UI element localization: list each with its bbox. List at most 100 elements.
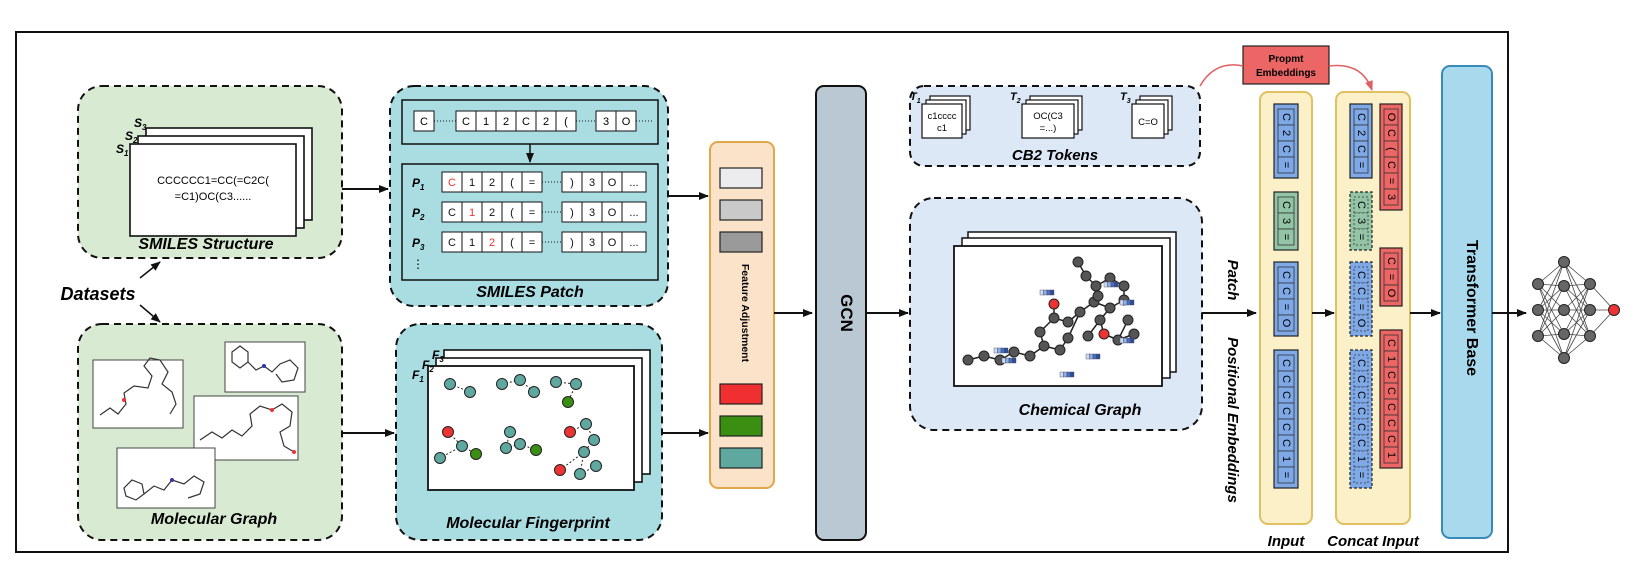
token-text: C	[1280, 271, 1292, 279]
patch-token-text: 1	[469, 207, 475, 219]
chem-atom	[978, 350, 990, 362]
patch-token-text: )	[570, 207, 574, 219]
fingerprint-atom	[562, 396, 574, 408]
token-text: C	[1280, 423, 1292, 431]
patch-token-text: ...	[629, 177, 638, 189]
token-text: 2	[1355, 130, 1367, 136]
molecular-graph-title: Molecular Graph	[151, 511, 277, 528]
token-text: =	[1355, 234, 1367, 240]
top-token: O	[615, 110, 637, 132]
chem-atom	[1048, 312, 1060, 324]
token-text: C	[1280, 113, 1292, 121]
fingerprint-atom	[514, 438, 526, 450]
nn-link	[1563, 285, 1591, 337]
token-text: O	[1385, 113, 1397, 122]
token-text: C	[1385, 435, 1397, 443]
svg-text:1: 1	[483, 116, 489, 128]
token-cell	[1353, 314, 1369, 332]
nn-link	[1537, 309, 1565, 359]
node-embedding-bar	[993, 347, 1009, 354]
smiles-text-line1: CCCCCC1=CC(=C2C(	[157, 175, 269, 187]
svg-text:O: O	[622, 116, 631, 128]
svg-text:C: C	[522, 116, 530, 128]
fingerprint-atom	[504, 426, 516, 438]
node-embedding-bar	[1001, 357, 1017, 364]
token-group: C=O	[1379, 247, 1403, 307]
molecule-image-4	[116, 447, 216, 509]
token-text: C	[1355, 145, 1367, 153]
top-token: C	[455, 110, 477, 132]
token-text: C	[1280, 439, 1292, 447]
fingerprint-atom	[464, 386, 476, 398]
token-text: =	[1355, 162, 1367, 168]
fingerprint-atom	[574, 468, 586, 480]
patch-token-text: (	[510, 237, 514, 249]
token-group: CC=O	[1273, 261, 1299, 337]
nn-link	[1563, 309, 1591, 337]
token-text: C	[1280, 391, 1292, 399]
top-token: 3	[595, 110, 617, 132]
prompt-embeddings: Propmt Embeddings	[1199, 45, 1373, 91]
token-text: C	[1385, 257, 1397, 265]
cb2-tokens-title: CB2 Tokens	[1012, 147, 1098, 164]
feature-adjustment-panel: Feature Adjustment	[709, 141, 775, 489]
token-group: OC(C=3	[1379, 103, 1403, 211]
patch-label: Patch	[1224, 260, 1241, 301]
datasets-label: Datasets	[60, 284, 135, 304]
nn-node	[1532, 304, 1544, 316]
token-group: CCCCCC1=	[1273, 349, 1299, 489]
token-text: =	[1355, 304, 1367, 310]
fingerprint-atom	[444, 378, 456, 390]
fingerprint-bond	[501, 379, 521, 385]
patch-token-text: C	[448, 177, 456, 189]
feature-adjustment-label: Feature Adjustment	[739, 264, 751, 363]
gcn-block: GCN	[815, 85, 867, 541]
fingerprint-atom	[496, 378, 508, 390]
token-cell	[1353, 466, 1369, 484]
token-text: C	[1385, 129, 1397, 137]
token-text: C	[1385, 339, 1397, 347]
fingerprint-bond	[585, 423, 595, 441]
feature-bar	[719, 231, 763, 253]
token-text: (	[1385, 147, 1397, 151]
smiles-card-label-3: S3	[134, 116, 147, 132]
nn-output-node	[1608, 304, 1620, 316]
chem-atom	[1054, 344, 1066, 356]
token-cell	[1353, 228, 1369, 246]
patch-token-text: ...	[629, 207, 638, 219]
chem-atom	[1118, 280, 1130, 292]
chem-atom	[1104, 302, 1116, 314]
token-text: =	[1280, 234, 1292, 240]
token-text: O	[1280, 319, 1292, 328]
nn-link	[1563, 309, 1591, 359]
output-neural-network	[1532, 256, 1620, 364]
feature-bar	[719, 383, 763, 405]
token-cell	[1383, 284, 1399, 302]
chemical-graph-panel: Chemical Graph	[909, 197, 1203, 431]
nn-node	[1558, 280, 1570, 292]
token-text: C	[1385, 419, 1397, 427]
patch-token-text: (	[510, 177, 514, 189]
top-token: 1	[475, 110, 497, 132]
fingerprint-atom	[570, 378, 582, 390]
fingerprint-atom	[578, 446, 590, 458]
chem-atom	[1080, 270, 1092, 282]
patch-token-text: )	[570, 237, 574, 249]
token-text: 2	[1280, 130, 1292, 136]
cb2-t2-line1: OC(C3	[1033, 111, 1063, 122]
input-label: Input	[1268, 533, 1306, 550]
cb2-label-1: T1	[910, 91, 921, 105]
chem-atom	[1062, 316, 1074, 328]
svg-text:(: (	[564, 116, 568, 128]
token-text: C	[1280, 407, 1292, 415]
feature-bar	[719, 199, 763, 221]
patch-token-text: O	[608, 177, 617, 189]
node-embedding-bar	[1085, 353, 1101, 360]
patch-token-text: 1	[469, 177, 475, 189]
patch-token	[621, 231, 647, 253]
fingerprint-atom	[530, 444, 542, 456]
